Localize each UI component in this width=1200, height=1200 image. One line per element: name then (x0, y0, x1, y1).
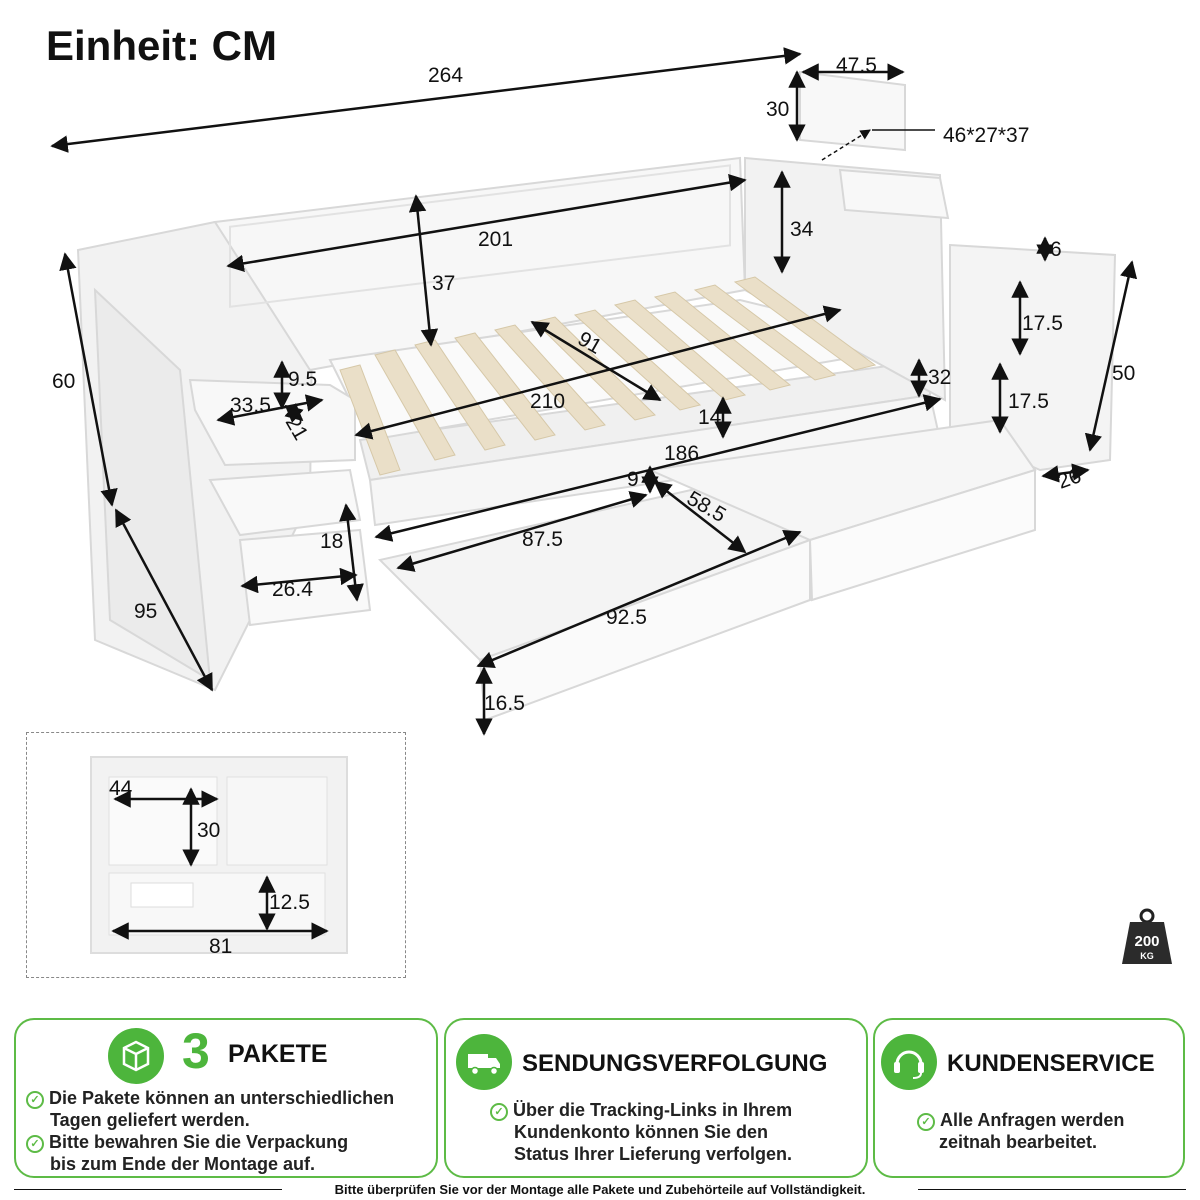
check-icon: ✓ (26, 1135, 44, 1153)
dim-18: 18 (320, 530, 343, 553)
dimension-lines (50, 47, 1138, 736)
dim-9: 9 (627, 468, 639, 491)
inset-drawing: 44 30 12.5 81 (90, 756, 348, 958)
headset-icon (881, 1034, 937, 1090)
panel-tracking: SENDUNGSVERFOLGUNG ✓Über die Tracking-Li… (444, 1018, 868, 1178)
dim-201: 201 (478, 228, 513, 251)
panel-packages: 3 PAKETE ✓Die Pakete können an unterschi… (14, 1018, 438, 1178)
dim-210: 210 (530, 390, 565, 413)
dim-26-4: 26.4 (272, 578, 313, 601)
panel-packages-line-1: ✓Die Pakete können an unterschiedlichen (26, 1086, 394, 1110)
check-icon: ✓ (917, 1113, 935, 1131)
dim-95: 95 (134, 600, 157, 623)
panel-tracking-title: SENDUNGSVERFOLGUNG (522, 1050, 828, 1077)
footer-rule-right (918, 1189, 1186, 1190)
panel-service-line-2: zeitnah bearbeitet. (939, 1132, 1098, 1152)
leader-line (821, 129, 871, 161)
dim-47-5: 47.5 (836, 54, 877, 77)
weight-value: 200 (1134, 933, 1159, 950)
inset-dim-44: 44 (109, 777, 133, 800)
dim-30-top: 30 (766, 98, 789, 121)
dim-60: 60 (52, 370, 75, 393)
dim-6: 6 (1050, 238, 1062, 261)
panel-packages-line-3: ✓Bitte bewahren Sie die Verpackung (26, 1130, 348, 1154)
footer-note: Bitte überprüfen Sie vor der Montage all… (334, 1182, 866, 1197)
panel-service-line-1: ✓Alle Anfragen werden (917, 1108, 1124, 1132)
footer-rule-left (14, 1189, 282, 1190)
weight-unit: KG (1140, 951, 1154, 961)
dim-9-5: 9.5 (288, 368, 317, 391)
dim-46x27x37: 46*27*37 (943, 124, 1029, 147)
dim-17-5-lower: 17.5 (1008, 390, 1049, 413)
panel-service: KUNDENSERVICE ✓Alle Anfragen werden zeit… (873, 1018, 1185, 1178)
panel-packages-line-2: Tagen geliefert werden. (50, 1110, 250, 1130)
dim-186: 186 (664, 442, 699, 465)
panel-packages-line-4: bis zum Ende der Montage auf. (50, 1154, 316, 1174)
dim-34: 34 (790, 218, 814, 241)
inset-front-view: 44 30 12.5 81 (26, 732, 406, 978)
check-icon: ✓ (490, 1103, 508, 1121)
dim-17-5-upper: 17.5 (1022, 312, 1063, 335)
inset-dim-30: 30 (197, 819, 220, 842)
panel-tracking-line-3: Status Ihrer Lieferung verfolgen. (514, 1144, 793, 1164)
inset-dim-81: 81 (209, 935, 232, 958)
check-icon: ✓ (26, 1091, 44, 1109)
panel-packages-number: 3 (182, 1023, 210, 1079)
dim-32: 32 (928, 366, 951, 389)
dim-16-5: 16.5 (484, 692, 525, 715)
dim-26: 26 (1054, 464, 1084, 494)
dim-33-5: 33.5 (230, 394, 271, 417)
weight-icon: 200 KG (1120, 908, 1174, 966)
bed-diagram: 264 47.5 30 46*27*37 34 201 37 6 17.5 17… (50, 47, 1138, 736)
dim-87-5: 87.5 (522, 528, 563, 551)
panel-tracking-line-1: ✓Über die Tracking-Links in Ihrem (490, 1098, 792, 1122)
panel-tracking-line-2: Kundenkonto können Sie den (514, 1122, 769, 1142)
dim-50: 50 (1112, 362, 1135, 385)
dim-264: 264 (428, 64, 463, 87)
inset-dim-12-5: 12.5 (269, 891, 310, 914)
dim-37: 37 (432, 272, 455, 295)
package-icon (108, 1028, 164, 1084)
panel-service-title: KUNDENSERVICE (947, 1050, 1155, 1077)
truck-icon (456, 1034, 512, 1090)
panel-packages-title: PAKETE (228, 1040, 328, 1068)
dim-92-5: 92.5 (606, 606, 647, 629)
dim-14: 14 (698, 406, 722, 429)
